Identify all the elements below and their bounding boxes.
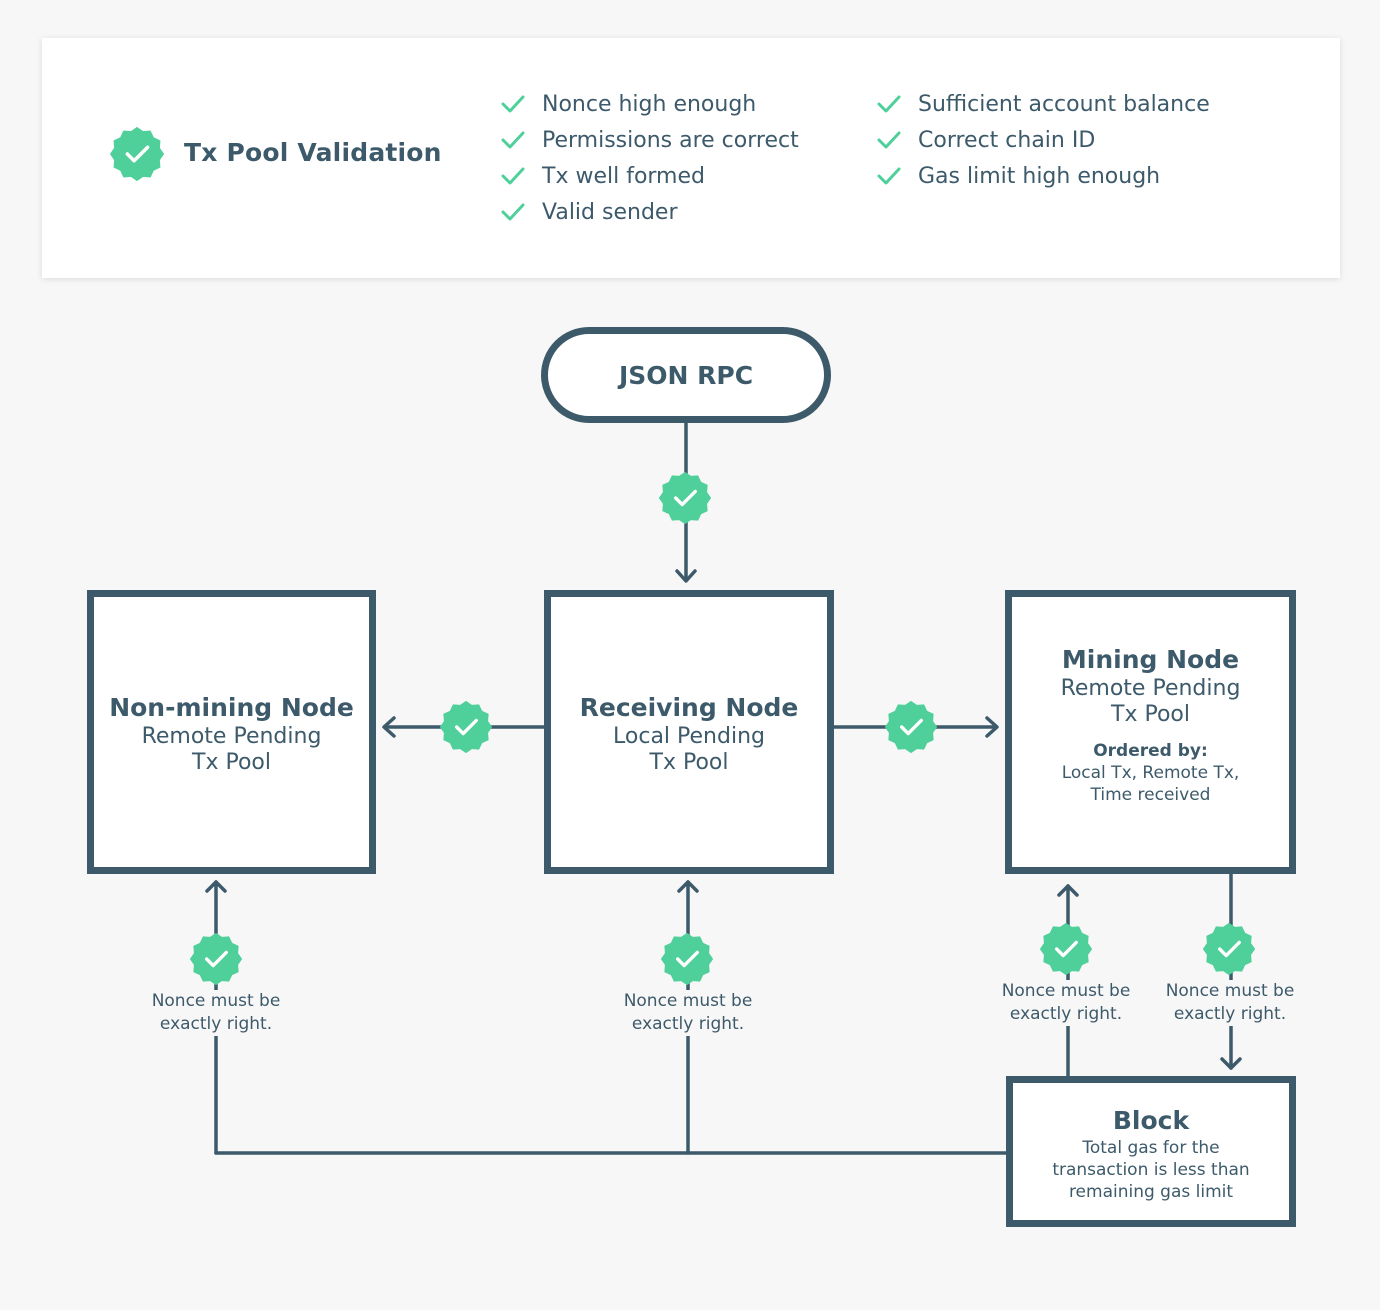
- legend-item: Nonce high enough: [500, 87, 756, 121]
- check-badge-icon: [1202, 922, 1256, 976]
- order-text: Local Tx, Remote Tx,: [1061, 763, 1240, 783]
- arrow-down-icon: [675, 569, 697, 583]
- nonce-caption: Nonce must be exactly right.: [603, 990, 773, 1036]
- arrow-up-icon: [1057, 884, 1079, 897]
- legend-item: Sufficient account balance: [876, 87, 1210, 121]
- node-subtitle: Local Pending: [613, 724, 765, 749]
- legend-item-label: Nonce high enough: [542, 91, 757, 117]
- caption-line: exactly right.: [1009, 1004, 1123, 1024]
- non-mining-node: Non-mining Node Remote Pending Tx Pool: [87, 590, 376, 874]
- checkmark-icon: [501, 131, 525, 149]
- nonce-caption: Nonce must be exactly right.: [1145, 980, 1315, 1026]
- nonce-caption: Nonce must be exactly right.: [131, 990, 301, 1036]
- legend-title: Tx Pool Validation: [184, 138, 442, 167]
- checkmark-icon: [501, 203, 525, 221]
- caption-line: Nonce must be: [151, 991, 281, 1011]
- node-subtitle: Remote Pending: [1060, 676, 1241, 701]
- arrow-right-icon: [985, 716, 999, 738]
- node-title: Mining Node: [1061, 645, 1240, 674]
- legend-item: Valid sender: [500, 195, 678, 229]
- legend-item: Permissions are correct: [500, 123, 799, 157]
- check-badge-icon: [658, 471, 712, 525]
- node-title: Receiving Node: [579, 693, 799, 722]
- mining-node: Mining Node Remote Pending Tx Pool Order…: [1005, 590, 1296, 874]
- checkmark-icon: [877, 167, 901, 185]
- legend-item-label: Permissions are correct: [542, 127, 799, 153]
- block-text: Total gas for the: [1082, 1138, 1220, 1158]
- legend-item: Tx well formed: [500, 159, 705, 193]
- legend-item-label: Sufficient account balance: [918, 91, 1210, 117]
- check-badge-icon: [439, 700, 493, 754]
- nonce-caption: Nonce must be exactly right.: [981, 980, 1151, 1026]
- node-subtitle: Tx Pool: [192, 750, 271, 775]
- json-rpc-node: JSON RPC: [541, 327, 831, 423]
- legend-item: Gas limit high enough: [876, 159, 1160, 193]
- receiving-node: Receiving Node Local Pending Tx Pool: [544, 590, 834, 874]
- block-text: transaction is less than: [1052, 1160, 1250, 1180]
- check-badge-icon: [189, 932, 243, 986]
- block-text: remaining gas limit: [1068, 1182, 1234, 1202]
- checkmark-icon: [877, 95, 901, 113]
- check-badge-icon: [884, 700, 938, 754]
- arrow-up-icon: [677, 880, 699, 893]
- json-rpc-label: JSON RPC: [618, 360, 754, 390]
- legend-item-label: Gas limit high enough: [918, 163, 1161, 189]
- check-badge-icon: [660, 932, 714, 986]
- checkmark-icon: [501, 95, 525, 113]
- block-node: Block Total gas for the transaction is l…: [1006, 1076, 1296, 1227]
- checkmark-icon: [501, 167, 525, 185]
- legend-panel: [42, 38, 1340, 278]
- check-badge-icon: [1039, 922, 1093, 976]
- legend-item-label: Correct chain ID: [918, 127, 1096, 153]
- caption-line: exactly right.: [159, 1014, 273, 1034]
- caption-line: exactly right.: [631, 1014, 745, 1034]
- arrow-down-icon: [1220, 1057, 1242, 1070]
- caption-line: Nonce must be: [1001, 981, 1131, 1001]
- order-heading: Ordered by:: [1093, 741, 1208, 761]
- caption-line: exactly right.: [1173, 1004, 1287, 1024]
- node-title: Non-mining Node: [109, 693, 354, 722]
- checkmark-icon: [877, 131, 901, 149]
- legend-item: Correct chain ID: [876, 123, 1095, 157]
- block-title: Block: [1112, 1106, 1190, 1135]
- check-badge-icon: [109, 126, 165, 182]
- node-subtitle: Remote Pending: [141, 724, 322, 749]
- node-subtitle: Tx Pool: [649, 750, 729, 775]
- caption-line: Nonce must be: [623, 991, 753, 1011]
- order-text: Time received: [1090, 785, 1211, 805]
- caption-line: Nonce must be: [1165, 981, 1295, 1001]
- legend-item-label: Valid sender: [542, 199, 678, 225]
- arrow-up-icon: [205, 880, 227, 893]
- arrow-left-icon: [382, 716, 396, 738]
- legend-item-label: Tx well formed: [542, 163, 705, 189]
- node-subtitle: Tx Pool: [1111, 702, 1190, 727]
